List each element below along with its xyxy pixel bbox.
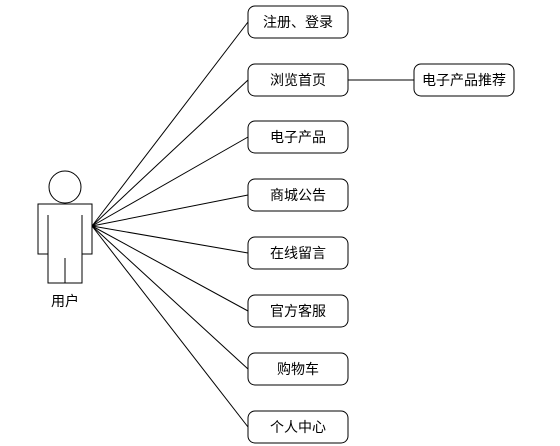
use-case-box	[247, 236, 349, 270]
use-case-0: 注册、登录	[247, 5, 349, 39]
use-case-box	[247, 410, 349, 444]
use-case-6: 购物车	[247, 352, 349, 386]
use-case-box	[247, 294, 349, 328]
connector-0	[91, 21, 249, 227]
actor-body	[37, 203, 93, 284]
actor-label: 用户	[51, 293, 79, 310]
use-case-label: 购物车	[277, 361, 319, 378]
use-case-label: 个人中心	[270, 420, 326, 436]
extension-box	[413, 63, 515, 97]
extension-label: 电子产品推荐	[422, 73, 506, 89]
use-case-box	[247, 120, 349, 154]
use-case-7: 个人中心	[247, 410, 349, 444]
use-case-1: 浏览首页	[247, 63, 349, 97]
use-case-label: 商城公告	[270, 188, 326, 204]
actor-head	[48, 170, 82, 204]
use-case-5: 官方客服	[247, 294, 349, 328]
use-case-4: 在线留言	[247, 236, 349, 270]
use-case-box	[247, 178, 349, 212]
use-case-label: 在线留言	[270, 246, 326, 262]
use-case-box	[247, 63, 349, 97]
connectors	[91, 21, 414, 428]
actor-figure	[37, 170, 93, 284]
use-case-label: 电子产品	[270, 130, 326, 146]
use-case-label: 官方客服	[270, 303, 326, 320]
use-case-box	[247, 352, 349, 386]
connector-4	[91, 225, 249, 254]
extension-use-case-0: 电子产品推荐	[413, 63, 515, 97]
use-case-3: 商城公告	[247, 178, 349, 212]
connector-2	[91, 136, 249, 227]
use-case-label: 浏览首页	[270, 73, 326, 89]
use-case-2: 电子产品	[247, 120, 349, 154]
connector-3	[91, 194, 249, 227]
connector-6	[91, 225, 249, 370]
connector-7	[91, 225, 249, 428]
connector-1	[91, 79, 249, 227]
use-case-label: 注册、登录	[263, 15, 333, 31]
connector-5	[91, 225, 249, 312]
use-case-box	[247, 5, 349, 39]
